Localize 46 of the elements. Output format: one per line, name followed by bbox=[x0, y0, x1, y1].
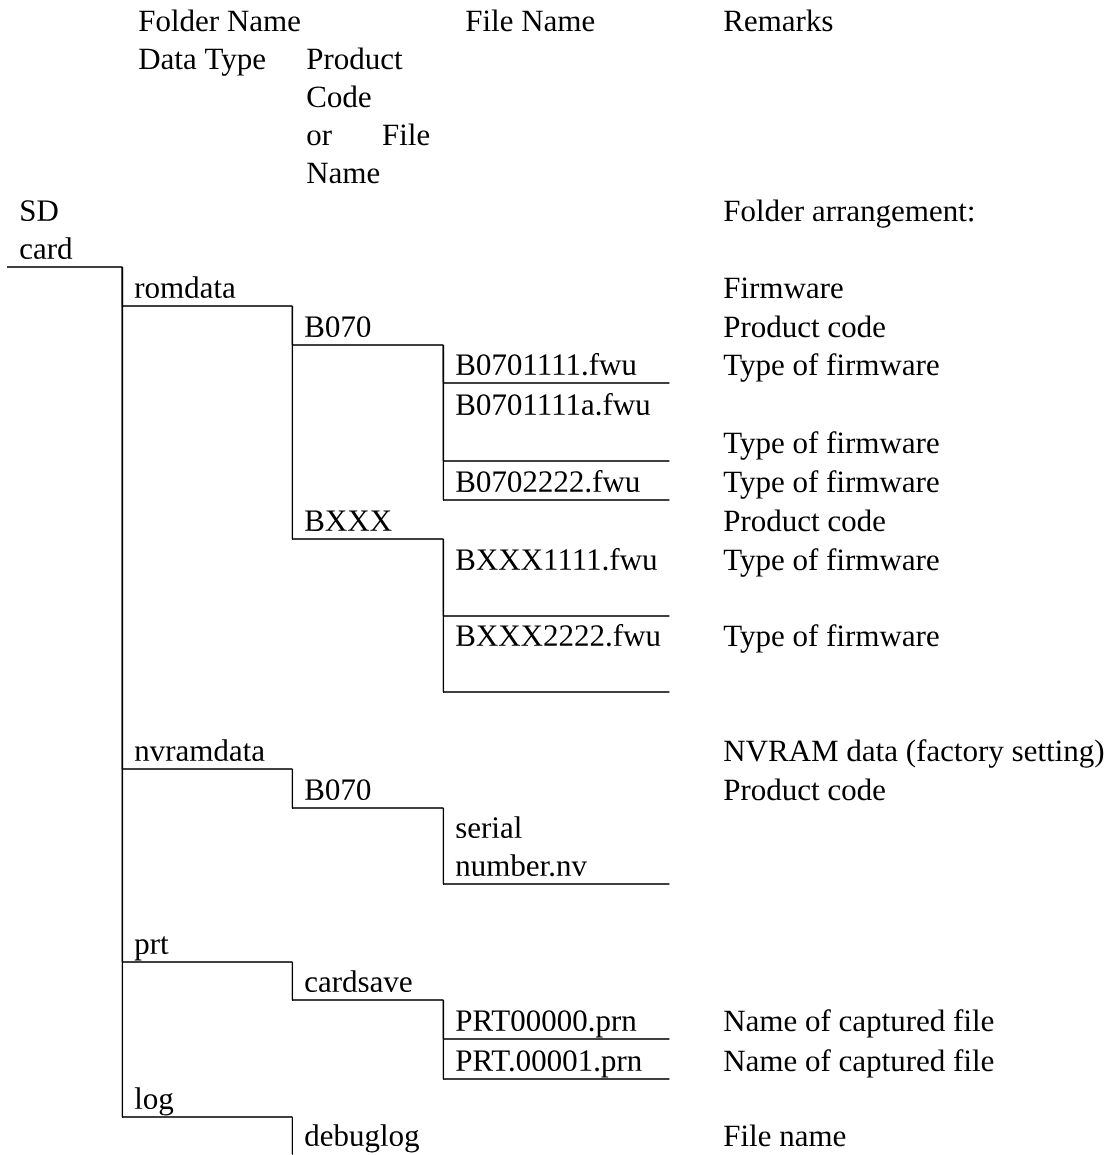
tree-connector bbox=[291, 768, 294, 809]
tree-entry: BXXX2222.fwu bbox=[442, 623, 671, 693]
tree-entry: nvramdata bbox=[121, 739, 294, 770]
tree-entry: PRT00000.prn bbox=[442, 1010, 671, 1040]
tree-entry: PRT.00001.prn bbox=[442, 1050, 671, 1080]
tree-entry: BXXX1111.fwu bbox=[442, 547, 671, 617]
remark-text: Folder arrangement: bbox=[724, 199, 973, 228]
remark-text: Product code bbox=[724, 509, 885, 532]
remark-text: Product code bbox=[724, 315, 885, 338]
tree-connector bbox=[442, 807, 445, 885]
tree-entry: SD card bbox=[6, 200, 124, 268]
tree-connector bbox=[442, 344, 445, 501]
remark-text: NVRAM data (factory setting) bbox=[724, 739, 1104, 768]
remark-text: Type of firmware bbox=[723, 624, 939, 653]
column-heading: Remarks bbox=[724, 9, 833, 32]
tree-connector bbox=[442, 538, 445, 693]
tree-entry: BXXX bbox=[291, 510, 445, 540]
tree-entry: serial number.nv bbox=[442, 816, 671, 885]
column-heading: Product Code or File Name bbox=[307, 47, 430, 184]
remark-text: Firmware bbox=[724, 277, 843, 299]
tree-connector bbox=[291, 305, 294, 540]
remark-text: Type of firmware bbox=[723, 470, 939, 499]
tree-connector bbox=[442, 999, 445, 1080]
tree-connector bbox=[291, 1116, 294, 1155]
column-heading: Data Type bbox=[139, 48, 265, 76]
tree-entry: B0701111a.fwu bbox=[442, 392, 671, 462]
tree-entry: prt bbox=[121, 936, 294, 963]
tree-entry: log bbox=[121, 1087, 294, 1118]
remark-text: Name of captured file bbox=[724, 1009, 994, 1038]
tree-entry: romdata bbox=[121, 276, 294, 307]
tree-entry: cardsave bbox=[291, 970, 445, 1001]
remark-text: Product code bbox=[724, 778, 885, 801]
remark-text: File name bbox=[724, 1124, 846, 1147]
tree-connector bbox=[121, 266, 124, 1118]
tree-entry: B0701111.fwu bbox=[442, 352, 671, 384]
column-heading: File Name bbox=[466, 9, 595, 32]
tree-entry: B070 bbox=[291, 316, 445, 346]
remark-text: Type of firmware bbox=[723, 431, 939, 460]
remark-text: Type of firmware bbox=[723, 353, 939, 382]
column-heading: Folder Name bbox=[139, 9, 300, 32]
tree-connector bbox=[291, 961, 294, 1001]
tree-entry: debuglog bbox=[305, 1124, 419, 1153]
tree-entry: B0702222.fwu bbox=[442, 469, 671, 501]
tree-entry: B070 bbox=[291, 779, 445, 809]
remark-text: Name of captured file bbox=[724, 1049, 994, 1078]
remark-text: Type of firmware bbox=[723, 548, 939, 577]
